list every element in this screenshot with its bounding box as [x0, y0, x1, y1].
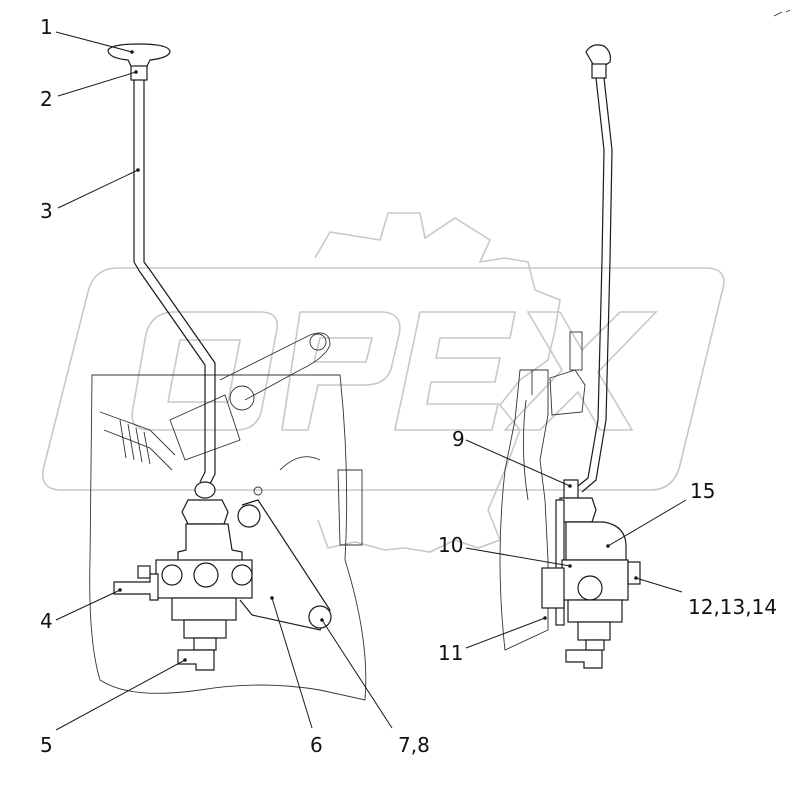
callout-1: 1 — [40, 15, 53, 39]
watermark — [42, 212, 725, 553]
watermark-frame — [42, 267, 725, 491]
corner-mark — [773, 9, 791, 17]
upper-bracket-right — [549, 369, 586, 416]
panel-outline-right — [499, 369, 549, 651]
clamp-body-left — [169, 394, 241, 461]
leader-4 — [55, 589, 121, 621]
callout-4: 4 — [40, 609, 53, 633]
callout-6: 6 — [310, 733, 323, 757]
callout-labels: 1 2 3 4 5 6 7,8 9 10 11 12,13,14 15 — [40, 15, 777, 757]
leader-12-13-14 — [635, 577, 683, 593]
leader-1 — [55, 31, 133, 53]
clamp-left — [229, 385, 255, 411]
upper-pin-right — [569, 331, 583, 371]
callout-12-13-14: 12,13,14 — [688, 595, 777, 619]
valve-port-b-left — [231, 564, 253, 586]
bracket-bolt-lower-left — [308, 605, 332, 629]
leader-15 — [607, 499, 687, 547]
leader-7-8 — [321, 619, 393, 729]
leader-10-dot — [568, 564, 572, 568]
callout-15: 15 — [690, 479, 715, 503]
hose-coil-left — [119, 419, 151, 465]
leader-15-dot — [606, 544, 610, 548]
panel-bracket-left — [337, 469, 363, 546]
leader-3-dot — [136, 168, 140, 172]
leader-7-8-dot — [320, 618, 324, 622]
panel-inner-right — [522, 370, 533, 501]
leader-11 — [465, 617, 546, 649]
valve-base-left — [183, 619, 227, 639]
bracket-bolt-upper-left — [237, 504, 261, 528]
valve-base-right — [577, 621, 611, 641]
lever-pivot-left — [309, 333, 327, 351]
left-valve-assembly — [113, 499, 332, 671]
callout-10: 10 — [438, 533, 463, 557]
left-view-background — [89, 332, 367, 701]
leader-4-dot — [118, 588, 122, 592]
watermark-gear — [314, 212, 561, 553]
leader-11-dot — [543, 616, 547, 620]
rod-left — [133, 80, 216, 485]
valve-nipple-left — [193, 637, 217, 651]
right-view — [499, 44, 641, 669]
side-block-right — [541, 567, 565, 609]
valve-cap-right — [559, 497, 597, 523]
rod-eye-left — [194, 481, 216, 499]
hose-left — [99, 411, 176, 471]
leader-9 — [465, 439, 571, 487]
panel-outline-left — [89, 374, 367, 701]
lever-arm-left — [219, 332, 331, 401]
handle-nut-right — [591, 63, 607, 79]
valve-port-a-left — [161, 564, 183, 586]
callout-7-8: 7,8 — [398, 733, 430, 757]
handle-knob-right — [585, 44, 611, 67]
valve-upper-body-left — [177, 523, 243, 563]
valve-cap-left — [181, 499, 229, 525]
handle-knob-left — [107, 43, 171, 69]
callout-3: 3 — [40, 199, 53, 223]
leader-5 — [55, 659, 186, 731]
rod-end-right — [563, 479, 579, 499]
leader-10 — [465, 547, 571, 567]
valve-lower-body-right — [567, 599, 623, 623]
handle-nut-left — [130, 65, 148, 81]
leader-9-dot — [568, 484, 572, 488]
leader-6 — [271, 597, 313, 729]
leader-5-dot — [183, 658, 187, 662]
leader-3 — [57, 169, 139, 209]
rod-right — [577, 77, 613, 493]
watermark-letter-e — [394, 311, 516, 431]
callout-11: 11 — [438, 641, 463, 665]
bolt-head-right — [627, 561, 641, 585]
watermark-letter-o — [131, 311, 279, 431]
callout-2: 2 — [40, 87, 53, 111]
callout-9: 9 — [452, 427, 465, 451]
valve-port-right — [577, 575, 603, 601]
valve-port-c-left — [193, 562, 219, 588]
panel-curve-left — [279, 456, 321, 471]
side-fitting-left — [113, 573, 159, 601]
leader-lines — [55, 31, 687, 731]
leader-2 — [57, 71, 137, 97]
valve-upper-body-right — [565, 521, 627, 561]
elbow-fitting-right — [565, 649, 603, 669]
valve-nipple-right — [585, 639, 605, 651]
leader-1-dot — [130, 50, 134, 54]
valve-lower-body-left — [171, 597, 237, 621]
leader-12-13-14-dot — [634, 576, 638, 580]
leader-2-dot — [134, 70, 138, 74]
side-fitting-cap-left — [137, 565, 151, 579]
watermark-letter-p — [281, 311, 401, 431]
hole-left — [253, 486, 263, 496]
leader-6-dot — [270, 596, 274, 600]
callout-5: 5 — [40, 733, 53, 757]
